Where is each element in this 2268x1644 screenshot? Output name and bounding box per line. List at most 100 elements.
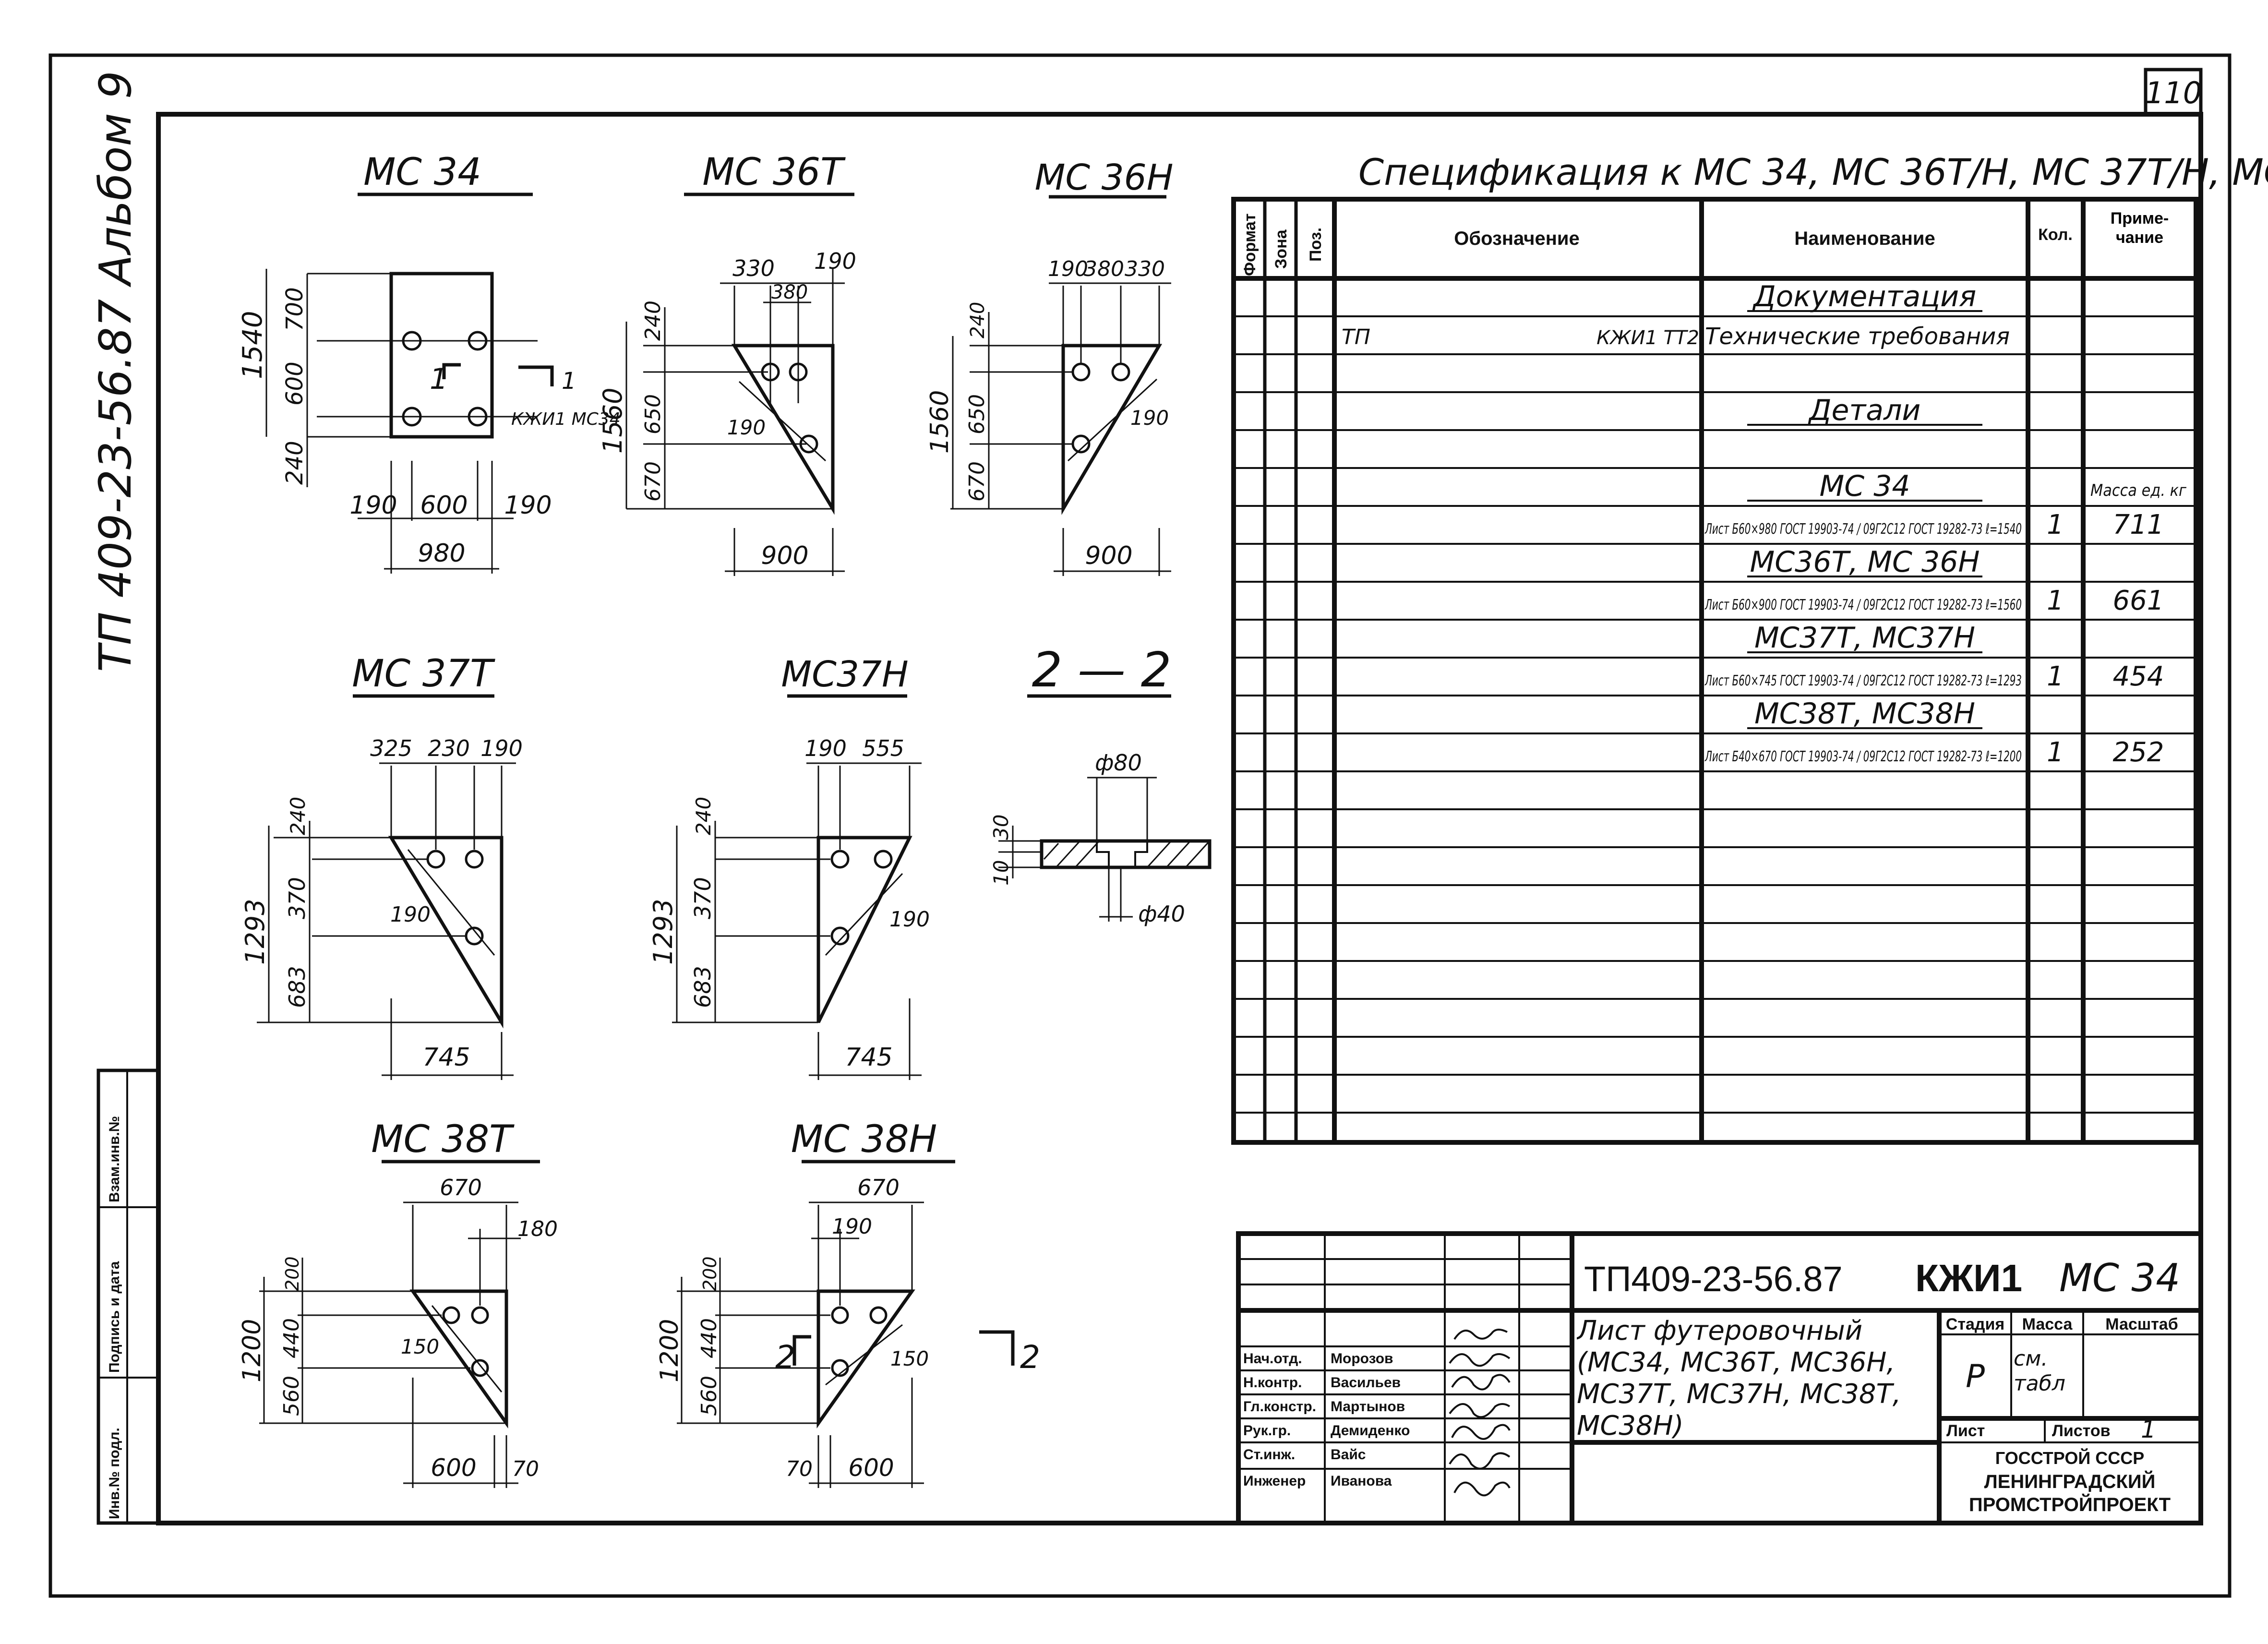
tb-person: Вайс xyxy=(1331,1447,1366,1463)
ms34-dim-190r: 190 xyxy=(504,491,552,520)
spec-h-qty: Кол. xyxy=(2038,226,2073,244)
ms34-dim-700: 700 xyxy=(281,287,308,331)
stamp-sign: Подпись и дата xyxy=(107,1261,122,1373)
tb-code: ТП409-23-56.87 xyxy=(1584,1259,1843,1299)
ms36t-dim-670: 670 xyxy=(641,461,665,502)
tb-person: Морозов xyxy=(1331,1351,1393,1367)
ms34-dim-600v: 600 xyxy=(281,361,308,406)
ms38n-dim-70: 70 xyxy=(786,1457,813,1481)
ms37t-dim-325: 325 xyxy=(370,735,412,761)
tb-scale-label: Масштаб xyxy=(2105,1315,2178,1333)
tb-mass: см. табл xyxy=(2014,1346,2065,1396)
spec-name-heading: Детали xyxy=(1808,394,1921,427)
ms36n-dim-190d: 190 xyxy=(1130,406,1169,430)
ms36n-dim-650: 650 xyxy=(965,394,989,434)
spec-note: 454 xyxy=(2113,661,2164,692)
ms37t-dim-240: 240 xyxy=(286,797,310,835)
ms38n-dim-200: 200 xyxy=(699,1256,720,1291)
tb-sheets-label: Листов xyxy=(2052,1422,2111,1440)
outer-frame xyxy=(48,53,2232,1598)
spec-designation: КЖИ1 ТТ2 xyxy=(1596,327,1699,349)
section-2-2: 2 — 2 ф80 ф40 30 10 xyxy=(989,642,1212,927)
ms36n-dim-670: 670 xyxy=(965,461,989,502)
spec-note: 711 xyxy=(2113,509,2164,540)
tb-description: Лист футеровочный (МС34, МС36Т, МС36Н, М… xyxy=(1577,1315,1901,1440)
ms34-dim-height: 1540 xyxy=(237,311,268,379)
title-block: ТП409-23-56.87 КЖИ1 МС 34 Лист футеровоч… xyxy=(1236,1231,2203,1525)
tb-role: Инженер xyxy=(1243,1473,1306,1489)
spec-name: Лист Б40×670 ГОСТ 19903-74 / 09Г2С12 ГОС… xyxy=(1704,748,2022,765)
ms37n-dim-190: 190 xyxy=(804,735,847,761)
ms37t-dim-190d: 190 xyxy=(390,902,431,927)
tb-org-1: ГОССТРОЙ СССР xyxy=(1995,1448,2144,1468)
part-ms34: МС 34 1540 700 600 240 190 600 190 980 1… xyxy=(237,151,621,574)
signatures xyxy=(1449,1329,1511,1497)
spec-qty: 1 xyxy=(2047,509,2064,540)
ms37t-dim-683: 683 xyxy=(284,966,310,1008)
ms37t-dim-370: 370 xyxy=(284,877,310,919)
spec-h-pos: Поз. xyxy=(1307,228,1325,262)
tb-person: Демиденко xyxy=(1331,1423,1410,1439)
spec-qty: 1 xyxy=(2047,585,2064,616)
ms34-dim-190l: 190 xyxy=(349,491,397,520)
tb-stage-label: Стадия xyxy=(1946,1315,2004,1333)
ms34-dim-600h: 600 xyxy=(420,491,468,520)
ms38t-dim-180: 180 xyxy=(517,1217,558,1241)
ms36t-dim-190d: 190 xyxy=(727,416,766,439)
tb-person: Мартынов xyxy=(1331,1399,1405,1415)
tb-role: Нач.отд. xyxy=(1243,1351,1302,1367)
left-stamp: Инв.№ подл. Подпись и дата Взам.инв.№ xyxy=(96,1068,160,1525)
ms37n-title: МС37Н xyxy=(781,654,908,695)
ms37t-dim-745: 745 xyxy=(422,1043,470,1072)
part-ms38t: МС 38Т 670 180 200 440 1200 560 150 600 … xyxy=(238,1118,558,1488)
ms34-dim-width: 980 xyxy=(418,539,465,568)
ms36t-dim-240: 240 xyxy=(641,300,665,341)
ms36n-title: МС 36Н xyxy=(1035,157,1174,198)
spec-row: МС37Т, МС37Н xyxy=(1747,621,1982,655)
tb-section: КЖИ1 xyxy=(1915,1257,2022,1299)
inner-frame xyxy=(156,112,2203,1525)
ms37n-dim-745: 745 xyxy=(845,1043,892,1072)
ms38t-title: МС 38Т xyxy=(371,1118,515,1161)
ms36t-dim-330: 330 xyxy=(732,255,775,281)
spec-h-name: Наименование xyxy=(1794,228,1935,249)
ms36n-dim-1560: 1560 xyxy=(925,390,954,454)
ms38n-dim-1200: 1200 xyxy=(655,1319,684,1382)
tb-person: Васильев xyxy=(1331,1375,1401,1391)
sec22-dim-10: 10 xyxy=(989,860,1013,886)
spec-name: Лист Б60×745 ГОСТ 19903-74 / 09Г2С12 ГОС… xyxy=(1704,672,2022,689)
ms37n-dim-240: 240 xyxy=(692,797,715,835)
ms38t-dim-560: 560 xyxy=(279,1376,304,1416)
ms38t-dim-600: 600 xyxy=(431,1454,476,1482)
ms38n-dim-600: 600 xyxy=(848,1454,894,1482)
ms38t-dim-670: 670 xyxy=(440,1175,482,1200)
spec-row: МС38Т, МС38Н xyxy=(1747,697,1982,731)
tb-role: Ст.инж. xyxy=(1243,1447,1295,1463)
tb-mass-label: Масса xyxy=(2022,1315,2073,1333)
ms37t-dim-230: 230 xyxy=(428,735,470,761)
spec-name-heading: МС 34 xyxy=(1819,469,1910,503)
spec-row: Детали xyxy=(1747,394,1982,427)
ms38t-dim-200: 200 xyxy=(282,1256,303,1291)
spec-title: Спецификация к МС 34, МС 36Т/Н, МС 37Т/Н… xyxy=(1358,151,2268,193)
part-ms38n: МС 38Н 670 190 200 440 1200 560 150 70 6… xyxy=(655,1118,1040,1488)
spec-name-heading: Документация xyxy=(1752,280,1976,313)
spec-qty: 1 xyxy=(2047,661,2064,692)
ms38t-dim-1200: 1200 xyxy=(238,1319,266,1382)
ms37t-dim-190: 190 xyxy=(480,735,523,761)
ms37t-title: МС 37Т xyxy=(352,652,495,696)
stamp-inv: Инв.№ подл. xyxy=(107,1428,122,1519)
spec-name: Лист Б60×900 ГОСТ 19903-74 / 09Г2С12 ГОС… xyxy=(1704,597,2022,613)
spec-row: Лист Б40×670 ГОСТ 19903-74 / 09Г2С12 ГОС… xyxy=(1704,737,2164,768)
side-label: ТП 409-23-56.87 Альбом 9 xyxy=(90,71,141,672)
tb-org-2: ЛЕНИНГРАДСКИЙ xyxy=(1984,1470,2156,1492)
sheet-number-box xyxy=(2144,68,2203,116)
ms38n-dim-440: 440 xyxy=(697,1318,721,1358)
spec-row: Документация xyxy=(1747,280,1982,313)
sheet-number: 110 xyxy=(2145,75,2202,110)
spec-pos: ТП xyxy=(1342,325,1370,349)
ms36t-dim-190t: 190 xyxy=(814,248,856,274)
